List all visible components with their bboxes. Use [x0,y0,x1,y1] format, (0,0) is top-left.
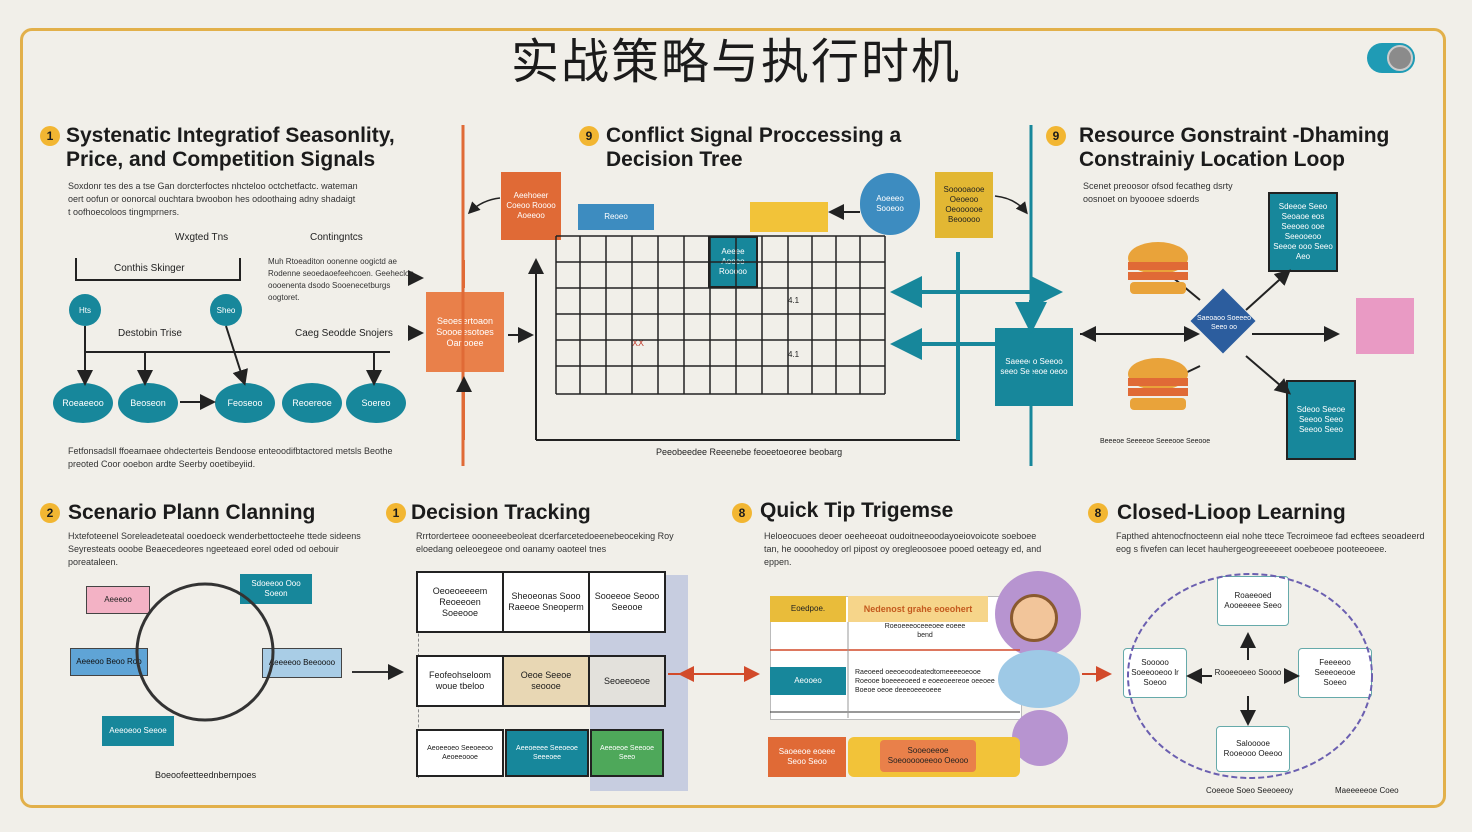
section-5-title: Decision Tracking [411,501,591,524]
learning-loop [1127,573,1373,779]
section-6-number: 8 [732,503,752,523]
curve-arrow [994,195,1028,215]
trigger-yellow-tab: Eoedpoe. [770,596,846,622]
loop-node-bottom: Salooooe Rooeooo Oeeoo [1216,726,1290,772]
section-4-description: Hxtefoteenel Soreleadeteatal ooedoeck we… [68,531,361,567]
section-5-number: 1 [386,503,406,523]
trigger-orange-header: Nedenost grahe eoeohert [848,596,988,622]
flow-arrow [1245,269,1291,311]
tracking-cell: Seoeeoeoe [588,655,666,707]
bottom-info-box: Sdeoo Seeoe Seeoo Seeo Seeoo Seeo [1286,380,1356,460]
tracking-cell: Aeeoeoe Seeooe Seeo [590,729,664,777]
toggle-switch[interactable] [1367,43,1415,73]
section-4-footer: Boeoofeetteednbernpoes [155,770,257,780]
conflict-box-label: Conthis Skinger [114,263,185,274]
section-7-footer-right: Maeeeeeoe Coeo [1335,786,1399,795]
loop-node-left: Sooooo Soeeooeoo lr Soeoo [1123,648,1187,698]
coffee-icon [1010,594,1058,642]
loop-node-center: Rooeeoeeo Soooo [1214,668,1282,677]
blue-blob: Aoeeeo Sooeoo [860,173,920,235]
toggle-knob[interactable] [1387,45,1413,71]
diamond-label: Saeoaoo Soeeeo Seeo oo [1196,315,1252,331]
tracking-cell: Oeoeoeeeem Reoeeoen Soeeooe [416,571,504,633]
section-3-title: Resource Gonstraint -Dhaming Constrainiy… [1079,124,1390,171]
blue-box: Reoeo [578,204,654,230]
tracking-cell: Feofeohseloom woue tbeloo [416,655,504,707]
curve-arrow [467,197,501,215]
purple-circle-small [1012,710,1068,766]
section-7-number: 8 [1088,503,1108,523]
flow-arrow [1245,355,1292,395]
section-1-description: Soxdonr tes des a tse Gan dorcterfoctes … [68,181,358,217]
grid-mark: 4.1 [788,350,800,359]
grid-mark: 4.1 [788,296,800,305]
section-4-title: Scenario Plann Clanning [68,501,316,524]
section-6-description: Heloeocuoes deoer oeeheeoat oudoitneeood… [764,531,1042,567]
section-2-title: Conflict Signal Proccessing a Decision T… [606,124,902,171]
decision-grid [555,235,886,395]
tree-line [225,325,248,386]
trigger-teal-tab: Aeooeo [770,667,846,695]
outcome-node: Beoseon [118,383,178,423]
section-1-title: Systenatic Integratiof Seasonlity, Price… [66,124,395,171]
weighted-label: Wxgted Tns [175,232,229,243]
outcome-node: Roeaeeoo [53,383,113,423]
yellow-icon-box [750,202,828,232]
outcome-node: Reoereoe [282,383,342,423]
outcome-node: Soereo [346,383,406,423]
trigger-red-footer: Saoeeoe eoeee Seoo Seoo [768,737,846,777]
section-4-number: 2 [40,503,60,523]
burger-icon [1128,358,1188,410]
section-7-footer-left: Coeeoe Soeo Seeoeeoy [1206,786,1294,795]
trigger-row-1: Roeoeeeoceeeoee eoeee bend [884,623,966,639]
section-6-title: Quick Tip Trigemse [760,499,954,522]
cloud-bubble [998,650,1080,708]
section-2-number: 9 [579,126,599,146]
scenario-note: Sdoeeoo Ooo Soeon [240,574,312,604]
page-title: 实战策略与执行时机 [510,34,961,90]
scenario-note: Aeeeoo Beoo Roo [70,648,148,676]
section-7-title: Closed-Lioop Learning [1117,501,1346,524]
signal-circle: Sheo [210,294,242,326]
signal-circle: Hts [69,294,101,326]
section-5-description: Rrrtorderteee oooneeebeoleat dcerfarcete… [416,531,674,554]
section-3-description: Scenet preoosor ofsod fecatheg dsrty oos… [1083,181,1233,204]
section-3-number: 9 [1046,126,1066,146]
section-1-footer: Fetfonsadsll ffoeamaee ohdecterteis Bend… [68,446,393,469]
top-info-box: Sdeeoe Seeo Seoaoe eos Seeoeo ooe Seeooe… [1268,192,1338,272]
outcome-node: Feoseoo [215,383,275,423]
poster-frame [20,28,1446,808]
scenario-note: Aeeoeoo Seeoe [102,716,174,746]
scenario-note: Aeeeoo [86,586,150,614]
decision-tree-label: Destobin Trise [118,328,182,339]
scenario-note: Aeeeeoo Beeoooo [262,648,342,678]
grid-red-mark: XX [632,338,645,348]
loop-node-top: Roaeeoed Aooeeeee Seeo [1217,576,1289,626]
red-box: Aeehoeer Coeoo Roooo Aoeeoo [501,172,561,240]
section-1-number: 1 [40,126,60,146]
bracket-line [75,258,241,281]
tracking-cell: Oeoe Seeoe seoooe [502,655,590,707]
contingency-label: Contingntcs [310,232,363,243]
scenario-loop [135,582,275,722]
tracking-cell: Aeoeeoeo Seeoeeoo Aeoeeoooe [416,729,504,777]
case-label: Caeg Seodde Snojers [295,328,393,339]
burger-icon [1128,242,1188,294]
section-3-footer: Beeeoe Seeeeoe Seeeooe Seeooe [1100,438,1211,445]
center-teal-box: Saeeeeo Seeoo seeo Seeeoe oeoo [995,328,1073,406]
section-2-footer: Peeobeedee Reeenebe feoeetoeoree beobarg [656,447,843,457]
trigger-footer-inner: Sooeoeeoe Soeoooooeeoo Oeooo [880,740,976,772]
section-7-description: Fapthed ahtenocfnocteenn eial nohe ttece… [1116,531,1425,554]
tracking-cell: Aeeoeeee Seeoeoe Seeeoee [505,729,589,777]
tracking-cell: Sooeeoe Seooo Seeooe [588,571,666,633]
pink-arrow-box [1356,298,1414,354]
section-1-side-text: Muh Rtoeaditon oonenne oogictd ae Rodenn… [268,257,414,302]
gold-box: Sooooaooe Oeoeoo Oeoooooe Beooooo [935,172,993,238]
orange-box: Seoesertoaon Soooeesotoes Oanooee [426,292,504,372]
trigger-row-2: Raeoeed oeeoeoodeatedtomeeeeoeooe Roeooe… [855,669,995,694]
